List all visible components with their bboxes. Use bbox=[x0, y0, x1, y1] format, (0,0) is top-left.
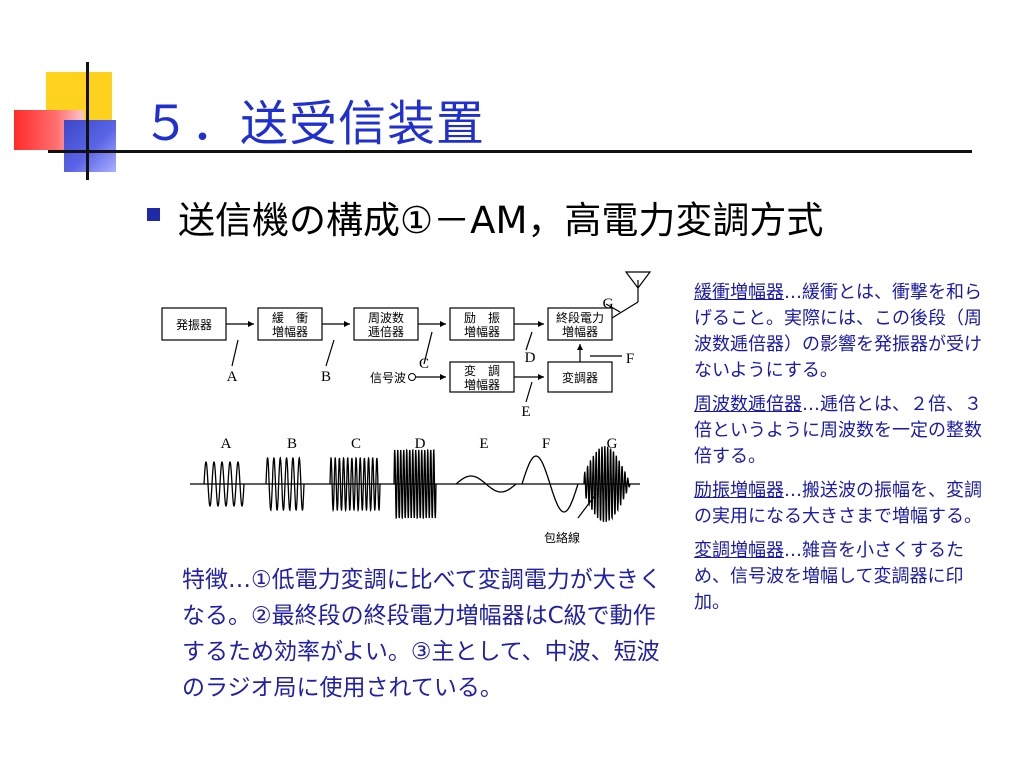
note-desc: …搬送波の振幅を、変調の実用になる大きさまで増幅する。 bbox=[694, 480, 982, 527]
buffer-label-2: 増幅器 bbox=[272, 324, 308, 339]
final-amp-label-1: 終段電力 bbox=[556, 310, 604, 325]
point-label-e: E bbox=[521, 404, 530, 420]
note-term: 励振増幅器 bbox=[694, 480, 784, 501]
exciter-label-2: 増幅器 bbox=[464, 324, 500, 339]
title-underline bbox=[48, 150, 972, 153]
waveform-e bbox=[455, 475, 517, 493]
block-final-amp bbox=[547, 307, 613, 341]
waveform-f bbox=[521, 455, 579, 513]
mod-amp-label-2: 増幅器 bbox=[464, 377, 500, 392]
wave-label-e: E bbox=[479, 436, 488, 452]
decor-vertical-line bbox=[86, 62, 89, 180]
note-mod-amp: 変調増幅器…雑音を小さくするため、信号波を増幅して変調器に印加。 bbox=[694, 538, 984, 616]
waveform-g bbox=[583, 445, 631, 522]
multiplier-label-2: 逓倍器 bbox=[368, 324, 404, 339]
note-desc: …雑音を小さくするため、信号波を増幅して変調器に印加。 bbox=[694, 540, 964, 613]
wave-label-a: A bbox=[221, 436, 232, 452]
point-label-b: B bbox=[321, 369, 331, 385]
point-label-d: D bbox=[525, 350, 536, 366]
wave-label-c: C bbox=[351, 436, 361, 452]
note-buffer-amp: 緩衝増幅器…緩衝とは、衝撃を和らげること。実際には、この後段（周波数逓倍器）の影… bbox=[694, 280, 984, 384]
buffer-label-1: 緩 衝 bbox=[272, 311, 308, 325]
wave-label-b: B bbox=[287, 436, 297, 452]
waveform-b bbox=[265, 456, 305, 512]
notes-panel: 緩衝増幅器…緩衝とは、衝撃を和らげること。実際には、この後段（周波数逓倍器）の影… bbox=[694, 280, 984, 624]
note-exciter-amp: 励振増幅器…搬送波の振幅を、変調の実用になる大きさまで増幅する。 bbox=[694, 478, 984, 530]
modulator-label: 変調器 bbox=[562, 370, 598, 385]
wave-label-g: G bbox=[607, 436, 618, 452]
transmitter-diagram: 発振器 緩 衝 増幅器 周波数 逓倍器 励 振 増幅器 終段電力 増幅器 変 調… bbox=[161, 271, 652, 545]
bullet-square-icon bbox=[147, 208, 160, 221]
note-desc: …逓倍とは、２倍、３倍というように周波数を一定の整数倍する。 bbox=[694, 394, 982, 467]
exciter-label-1: 励 振 bbox=[464, 311, 500, 325]
point-label-g: G bbox=[603, 296, 614, 312]
note-term: 周波数逓倍器 bbox=[694, 394, 802, 415]
signal-wave-label: 信号波 bbox=[370, 371, 406, 385]
decor-blue-square bbox=[64, 120, 116, 172]
waveform-c bbox=[329, 456, 381, 513]
final-amp-label-2: 増幅器 bbox=[562, 324, 598, 339]
multiplier-label-1: 周波数 bbox=[368, 310, 404, 325]
point-label-c: C bbox=[419, 356, 429, 372]
point-label-f: F bbox=[626, 351, 634, 367]
mod-amp-label-1: 変 調 bbox=[464, 363, 500, 378]
waveform-a bbox=[203, 461, 245, 507]
note-term: 緩衝増幅器 bbox=[694, 282, 784, 303]
note-term: 変調増幅器 bbox=[694, 540, 784, 561]
slide-title: ５．送受信装置 bbox=[142, 96, 486, 152]
wave-label-f: F bbox=[542, 436, 550, 452]
note-multiplier: 周波数逓倍器…逓倍とは、２倍、３倍というように周波数を一定の整数倍する。 bbox=[694, 392, 984, 470]
note-desc: …緩衝とは、衝撃を和らげること。実際には、この後段（周波数逓倍器）の影響を発振器… bbox=[694, 282, 982, 381]
features-text: 特徴…①低電力変調に比べて変調電力が大きくなる。②最終段の終段電力増幅器はC級で… bbox=[182, 567, 662, 701]
waveform-d bbox=[393, 448, 437, 520]
oscillator-label: 発振器 bbox=[176, 318, 212, 332]
slide-subtitle: 送信機の構成①－AM，高電力変調方式 bbox=[178, 199, 824, 242]
wave-label-d: D bbox=[415, 436, 426, 452]
point-label-a: A bbox=[227, 369, 238, 385]
envelope-label: 包絡線 bbox=[544, 530, 580, 545]
